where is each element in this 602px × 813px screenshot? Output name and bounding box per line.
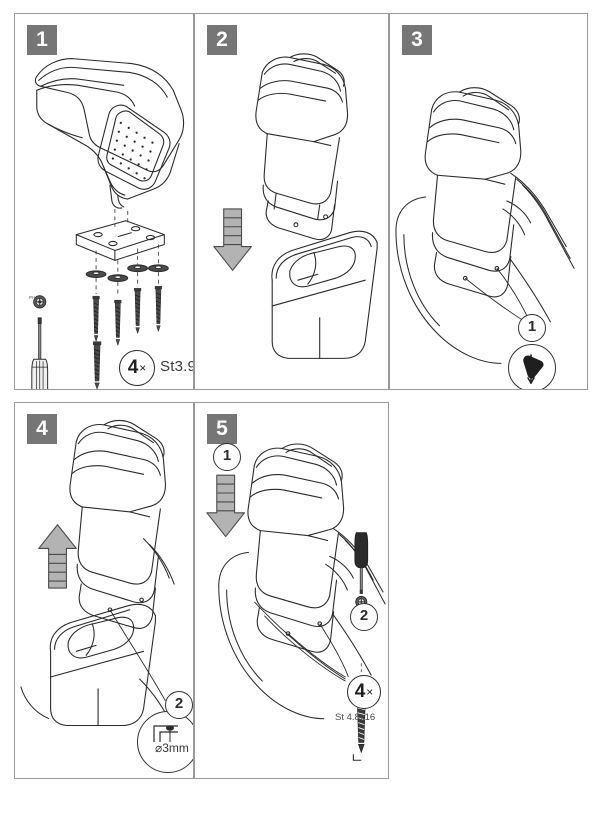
step-number-1: 1 bbox=[27, 25, 57, 55]
screw-spec-step1: St3.9x25 bbox=[160, 358, 193, 375]
panel-5-illustration bbox=[206, 443, 386, 761]
panel-step-2: 2 bbox=[194, 13, 389, 390]
panel-step-4: 4 bbox=[14, 402, 194, 779]
panel-step-5: 5 bbox=[194, 402, 389, 779]
step-number-5: 5 bbox=[207, 414, 237, 444]
drill-diameter-detail bbox=[137, 711, 193, 773]
quantity-value: 4 bbox=[354, 681, 366, 702]
insert-arrow-down bbox=[213, 208, 252, 271]
remove-arrow-up bbox=[38, 524, 77, 589]
panel-1-illustration bbox=[31, 58, 185, 389]
callout-2-step5: 2 bbox=[350, 603, 378, 631]
screwdriver-bit-label: PH2 bbox=[29, 295, 39, 300]
screw-spec-step5: St 4.8x16 bbox=[335, 712, 376, 723]
panel-step-3: 3 bbox=[389, 13, 588, 390]
panel-2-illustration bbox=[213, 53, 378, 359]
step-number-4: 4 bbox=[27, 414, 57, 444]
quantity-badge-step5: 4× bbox=[347, 675, 381, 709]
callout-2-step4: 2 bbox=[165, 691, 193, 719]
refit-arrow-down bbox=[206, 474, 246, 538]
push-hand-icon bbox=[508, 344, 556, 389]
callout-1-step5: 1 bbox=[213, 443, 241, 471]
panel-3-illustration bbox=[395, 87, 575, 364]
quantity-multiplier: × bbox=[366, 685, 374, 699]
quantity-value: 4 bbox=[127, 357, 139, 378]
callout-1-step3: 1 bbox=[518, 314, 546, 342]
drill-diameter-label: ⌀3mm bbox=[155, 741, 189, 755]
panel-step-1: 1 bbox=[14, 13, 194, 390]
step-number-2: 2 bbox=[207, 25, 237, 55]
step-number-3: 3 bbox=[402, 25, 432, 55]
quantity-multiplier: × bbox=[139, 361, 147, 375]
quantity-badge-step1: 4× bbox=[119, 350, 155, 386]
